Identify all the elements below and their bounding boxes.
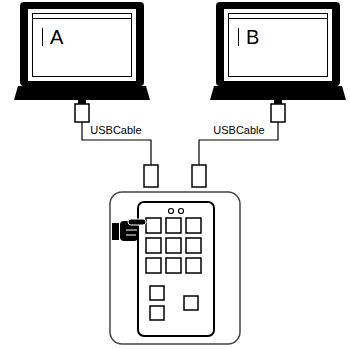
usb-plug: [192, 165, 206, 187]
usb-cable: [199, 122, 278, 165]
text-cursor: [238, 28, 239, 46]
usb-cable: [82, 122, 151, 165]
text-cursor: [42, 28, 43, 46]
window-title-bar: [229, 14, 327, 19]
window-title-bar: [33, 14, 131, 19]
laptop-left: [14, 2, 150, 122]
cable-label: USBCable: [212, 124, 265, 137]
screen-text: B: [246, 26, 259, 48]
cable-label: USBCable: [89, 124, 142, 137]
screen-window: A: [32, 13, 132, 77]
screen-window: B: [228, 13, 328, 77]
keypad-device: [110, 192, 240, 344]
usb-plug: [144, 165, 158, 187]
screen-text: A: [50, 26, 63, 48]
pointing-hand: [112, 219, 146, 241]
laptop-right: [210, 2, 346, 122]
